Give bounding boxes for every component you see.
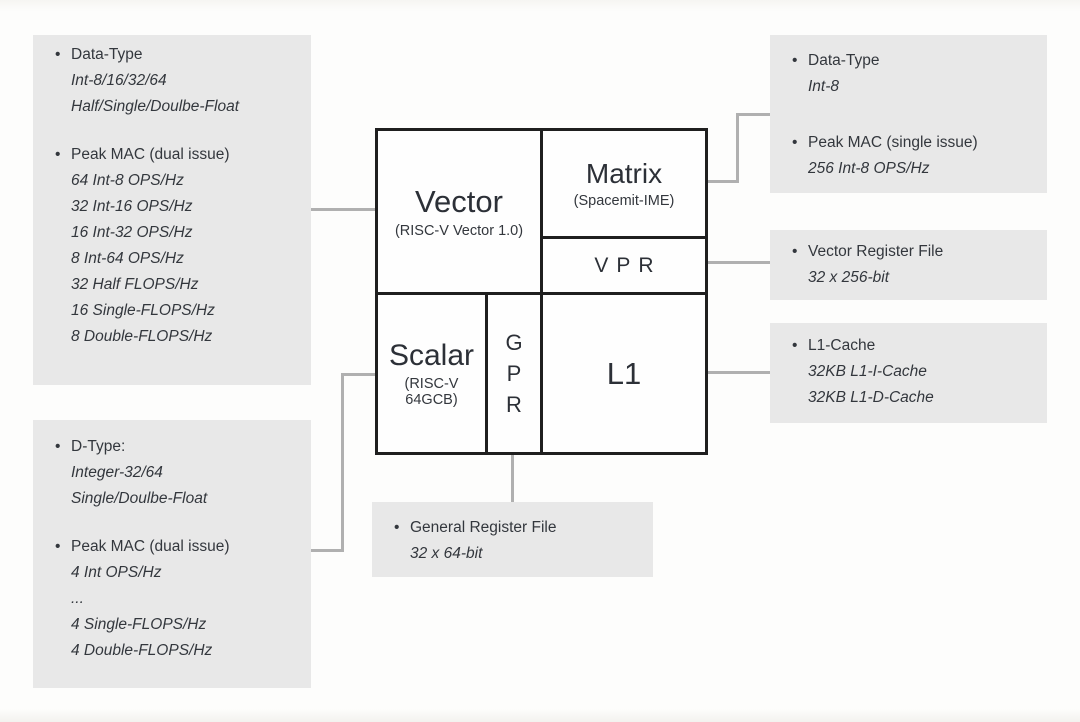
- note-group: • General Register File 32 x 64-bit: [394, 515, 645, 567]
- scalar-block-subtitle: (RISC-V 64GCB): [404, 376, 459, 408]
- gpr-block-letter: P: [506, 361, 522, 386]
- note-group: • Data-Type Int-8: [792, 48, 1039, 100]
- note-detail-line: 32 Half FLOPS/Hz: [71, 276, 199, 293]
- bullet-icon: •: [55, 146, 61, 163]
- note-group: • Vector Register File 32 x 256-bit: [792, 239, 1039, 291]
- note-detail-line: Int-8/16/32/64: [71, 72, 167, 89]
- note-group-title: Peak MAC (dual issue): [71, 538, 230, 555]
- note-detail-line: ...: [71, 590, 84, 607]
- connector-matrix-note: [736, 113, 739, 183]
- note-group-title: L1-Cache: [808, 337, 876, 354]
- connector-gpr-note: [511, 455, 514, 502]
- note-group-title: D-Type:: [71, 438, 126, 455]
- note-gpr-specs: • General Register File 32 x 64-bit: [372, 502, 653, 577]
- scalar-block-title: Scalar: [388, 339, 475, 372]
- note-group-title: Data-Type: [71, 46, 143, 63]
- connector-scalar-note: [311, 549, 344, 552]
- note-detail-line: Single/Doulbe-Float: [71, 490, 208, 507]
- bullet-icon: •: [792, 337, 798, 354]
- gpr-block-letter: R: [506, 392, 522, 417]
- bullet-icon: •: [792, 243, 798, 260]
- vpr-block-label: VPR: [594, 253, 662, 277]
- note-detail-line: 32 Int-16 OPS/Hz: [71, 198, 193, 215]
- note-detail-line: 4 Double-FLOPS/Hz: [71, 642, 213, 659]
- vpr-block: VPR: [543, 239, 705, 292]
- cpu-block-diagram: Vector (RISC-V Vector 1.0) Matrix (Space…: [375, 128, 708, 455]
- note-group-title: General Register File: [410, 519, 557, 536]
- note-detail-line: Integer-32/64: [71, 464, 163, 481]
- note-group-title-row: • General Register File: [394, 515, 645, 541]
- divider: [485, 292, 488, 452]
- bullet-icon: •: [792, 52, 798, 69]
- note-group: • L1-Cache 32KB L1-I-Cache 32KB L1-D-Cac…: [792, 333, 1039, 411]
- note-group-title-row: • Peak MAC (dual issue): [55, 534, 303, 560]
- vector-block: Vector (RISC-V Vector 1.0): [378, 131, 540, 292]
- note-matrix-specs: • Data-Type Int-8 • Peak MAC (single iss…: [770, 35, 1047, 193]
- note-detail-line: 32KB L1-I-Cache: [808, 363, 927, 380]
- vector-block-title: Vector: [415, 184, 503, 219]
- note-group-title: Data-Type: [808, 52, 880, 69]
- note-group-title-row: • Data-Type: [792, 48, 1039, 74]
- divider: [540, 131, 543, 452]
- matrix-block-title: Matrix: [585, 158, 663, 189]
- note-detail-line: 32KB L1-D-Cache: [808, 389, 934, 406]
- note-detail-line: 4 Int OPS/Hz: [71, 564, 162, 581]
- gpr-block-letter: G: [505, 330, 523, 355]
- l1-block-label: L1: [606, 355, 642, 391]
- note-detail-line: 32 x 256-bit: [808, 269, 889, 286]
- note-group: • D-Type: Integer-32/64 Single/Doulbe-Fl…: [55, 434, 303, 512]
- note-group: • Peak MAC (single issue) 256 Int-8 OPS/…: [792, 130, 1039, 182]
- bullet-icon: •: [55, 46, 61, 63]
- scalar-block: Scalar (RISC-V 64GCB): [378, 295, 485, 452]
- l1-block: L1: [543, 295, 705, 452]
- bullet-icon: •: [792, 134, 798, 151]
- note-detail-line: 16 Single-FLOPS/Hz: [71, 302, 215, 319]
- note-group-title-row: • D-Type:: [55, 434, 303, 460]
- note-detail-line: 16 Int-32 OPS/Hz: [71, 224, 193, 241]
- note-detail-line: Int-8: [808, 78, 840, 95]
- vector-block-subtitle: (RISC-V Vector 1.0): [394, 223, 524, 239]
- note-detail-line: 8 Double-FLOPS/Hz: [71, 328, 213, 345]
- bullet-icon: •: [55, 538, 61, 555]
- note-group: • Peak MAC (dual issue) 64 Int-8 OPS/Hz …: [55, 142, 303, 350]
- connector-scalar-note: [344, 373, 375, 376]
- note-group-title-row: • Vector Register File: [792, 239, 1039, 265]
- note-group-title-row: • Peak MAC (single issue): [792, 130, 1039, 156]
- note-detail-line: 32 x 64-bit: [410, 545, 483, 562]
- connector-l1-note: [708, 371, 770, 374]
- bullet-icon: •: [394, 519, 400, 536]
- note-scalar-specs: • D-Type: Integer-32/64 Single/Doulbe-Fl…: [33, 420, 311, 688]
- connector-matrix-note: [708, 180, 739, 183]
- note-detail-line: Half/Single/Doulbe-Float: [71, 98, 240, 115]
- note-group-title-row: • L1-Cache: [792, 333, 1039, 359]
- divider: [378, 292, 705, 295]
- note-group-title-row: • Data-Type: [55, 42, 303, 68]
- note-group-title: Vector Register File: [808, 243, 944, 260]
- note-vector-specs: • Data-Type Int-8/16/32/64 Half/Single/D…: [33, 35, 311, 385]
- note-detail-line: 4 Single-FLOPS/Hz: [71, 616, 207, 633]
- gpr-block: G P R: [488, 295, 540, 452]
- matrix-block-subtitle: (Spacemit-IME): [573, 193, 675, 209]
- note-l1-specs: • L1-Cache 32KB L1-I-Cache 32KB L1-D-Cac…: [770, 323, 1047, 423]
- note-group-title: Peak MAC (dual issue): [71, 146, 230, 163]
- connector-vector-note: [311, 208, 375, 211]
- divider: [540, 236, 705, 239]
- matrix-block: Matrix (Spacemit-IME): [543, 131, 705, 236]
- note-group-title-row: • Peak MAC (dual issue): [55, 142, 303, 168]
- note-detail-line: 64 Int-8 OPS/Hz: [71, 172, 184, 189]
- bullet-icon: •: [55, 438, 61, 455]
- note-vpr-specs: • Vector Register File 32 x 256-bit: [770, 230, 1047, 300]
- note-detail-line: 256 Int-8 OPS/Hz: [808, 160, 930, 177]
- note-group: • Data-Type Int-8/16/32/64 Half/Single/D…: [55, 42, 303, 120]
- connector-scalar-note: [341, 373, 344, 552]
- note-group: • Peak MAC (dual issue) 4 Int OPS/Hz ...…: [55, 534, 303, 664]
- connector-vpr-note: [708, 261, 770, 264]
- note-detail-line: 8 Int-64 OPS/Hz: [71, 250, 184, 267]
- note-group-title: Peak MAC (single issue): [808, 134, 978, 151]
- connector-matrix-note: [739, 113, 770, 116]
